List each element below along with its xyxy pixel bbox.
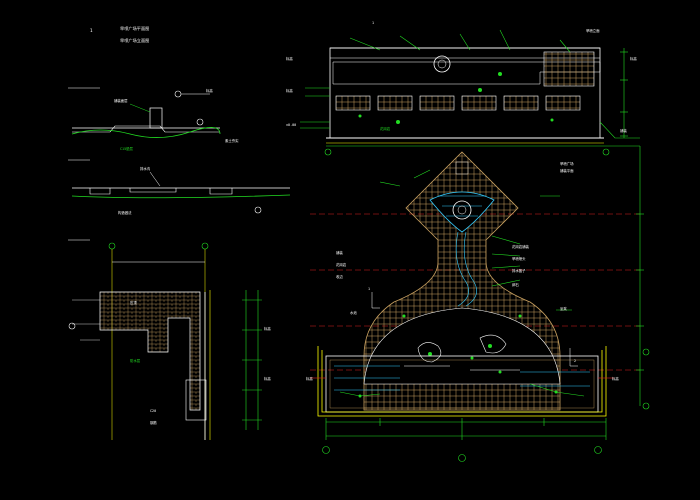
svg-text:水池: 水池 — [350, 310, 357, 315]
svg-text:C15垫层: C15垫层 — [120, 146, 134, 151]
svg-text:压顶: 压顶 — [130, 301, 137, 305]
svg-text:旱喷喷头: 旱喷喷头 — [512, 256, 526, 261]
section-mark-plan: 1 — [368, 287, 370, 291]
svg-text:排水沟: 排水沟 — [140, 166, 151, 171]
svg-text:铺装平面: 铺装平面 — [560, 168, 574, 173]
section-detail-3: 压顶 防水层 C20 钢筋 标高 标高 — [68, 239, 271, 440]
svg-text:±0.00: ±0.00 — [286, 123, 296, 127]
plan-view: 旱喷广场 铺装平面 — [306, 145, 650, 462]
svg-text:标高: 标高 — [630, 56, 637, 61]
svg-text:标高: 标高 — [264, 326, 271, 331]
svg-text:标高: 标高 — [264, 376, 271, 381]
svg-text:花岗岩: 花岗岩 — [336, 262, 347, 267]
title-line-2: 旱喷广场立面图 — [120, 37, 149, 44]
svg-text:标高: 标高 — [612, 376, 619, 381]
svg-text:坐凳: 坐凳 — [560, 306, 567, 311]
svg-text:标高: 标高 — [306, 376, 313, 381]
title-line-1: 旱喷广场平面图 — [120, 25, 149, 32]
svg-text:花岗岩: 花岗岩 — [380, 126, 391, 131]
svg-text:钢筋: 钢筋 — [150, 420, 157, 425]
svg-text:构造做法: 构造做法 — [118, 210, 132, 215]
svg-text:防水层: 防水层 — [130, 358, 141, 363]
svg-text:旱喷广场: 旱喷广场 — [560, 161, 574, 166]
elevation-view: 1 — [286, 21, 640, 156]
axis-bubble-B — [594, 446, 602, 454]
svg-text:标高: 标高 — [286, 88, 293, 93]
svg-text:旱喷立面: 旱喷立面 — [586, 28, 600, 33]
svg-text:标高: 标高 — [206, 88, 213, 93]
svg-text:2: 2 — [574, 359, 576, 363]
svg-text:卵石: 卵石 — [512, 282, 519, 287]
svg-text:铺装: 铺装 — [336, 250, 343, 255]
svg-text:素土夯实: 素土夯实 — [225, 138, 239, 143]
section-detail-1: 铺装面层 标高 素土夯实 C15垫层 — [68, 87, 239, 151]
axis-bubble-A — [322, 446, 330, 454]
svg-text:铺装: 铺装 — [620, 128, 627, 133]
svg-text:花岗岩铺装: 花岗岩铺装 — [512, 244, 530, 249]
title-mark: 1 — [90, 28, 93, 33]
svg-text:收边: 收边 — [336, 274, 343, 279]
svg-text:1: 1 — [372, 21, 374, 25]
axis-bubble-1 — [458, 454, 466, 462]
svg-text:标高: 标高 — [286, 56, 293, 61]
drawing-title: 1 旱喷广场平面图 旱喷广场立面图 — [90, 25, 149, 44]
svg-text:排水篦子: 排水篦子 — [512, 268, 526, 273]
svg-text:铺装面层: 铺装面层 — [114, 98, 128, 103]
svg-text:C20: C20 — [150, 409, 156, 413]
section-detail-2: 排水沟 构造做法 — [68, 159, 291, 215]
